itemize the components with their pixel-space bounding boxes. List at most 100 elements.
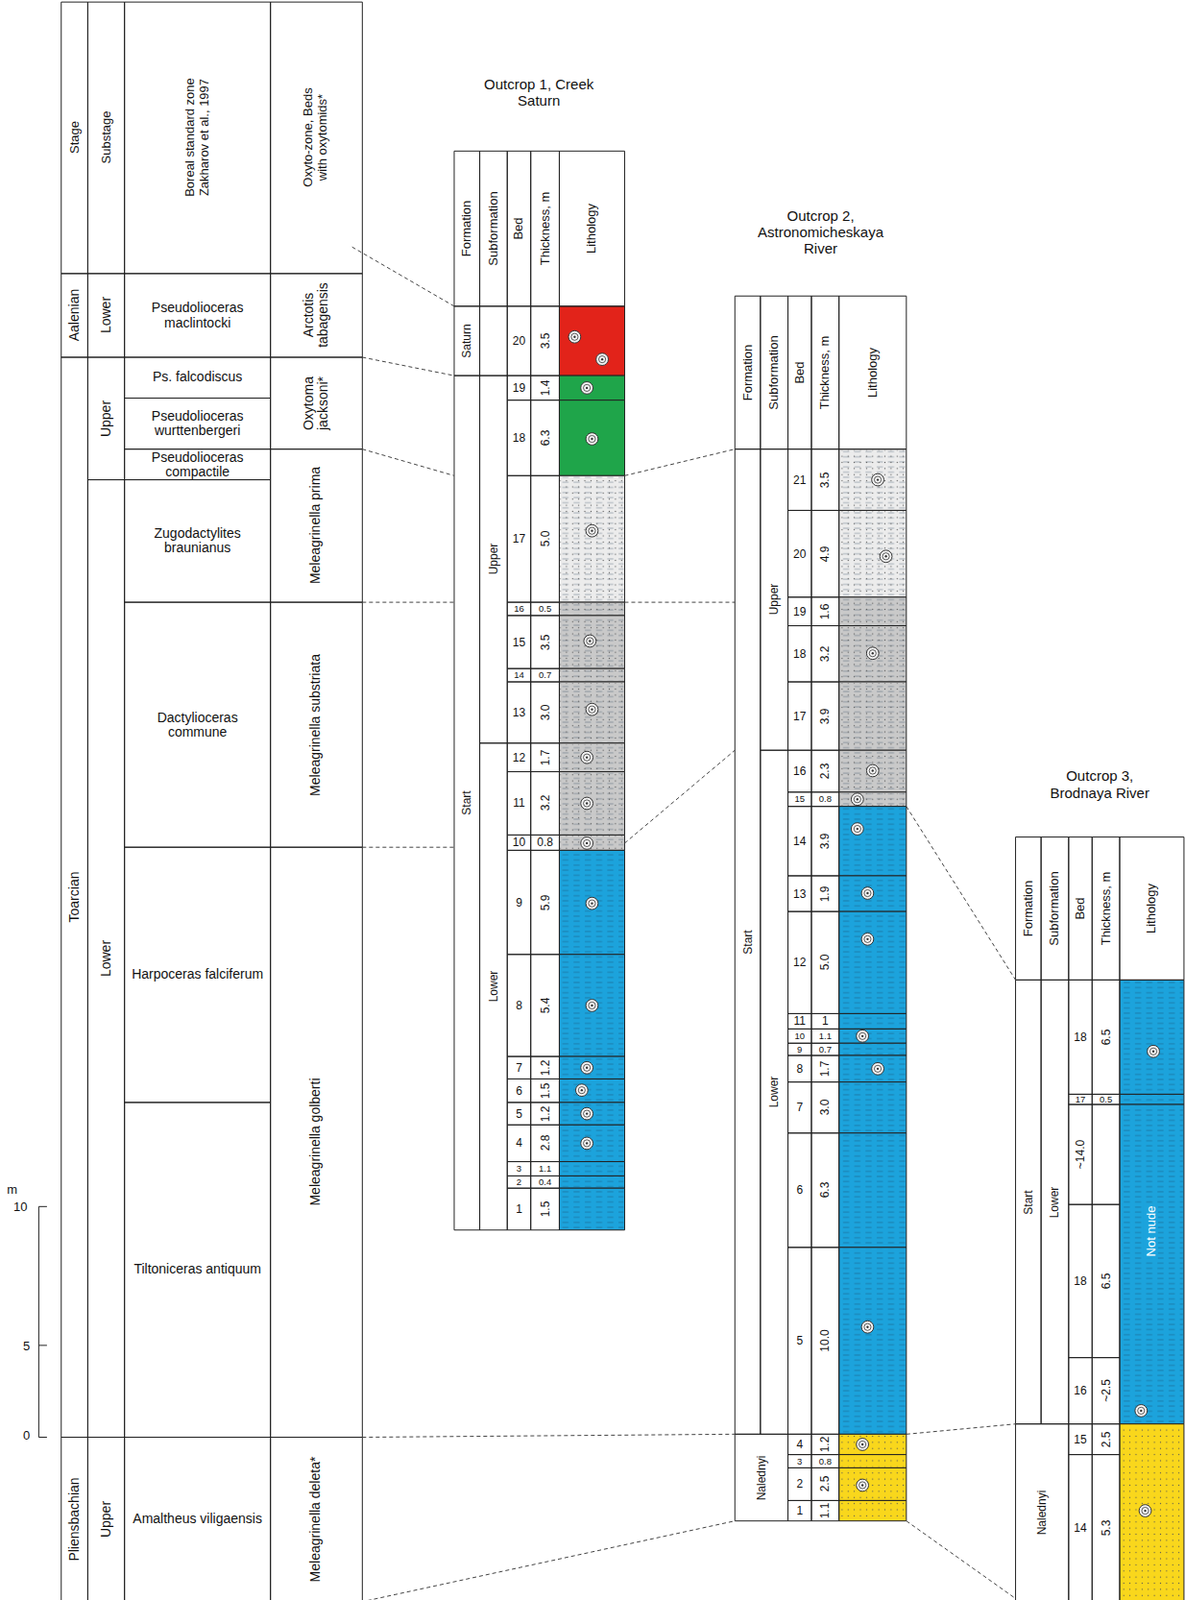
bed-label: 5.0 bbox=[819, 913, 831, 1012]
lithology-texture bbox=[840, 912, 906, 1013]
ammonite-core bbox=[585, 1112, 588, 1114]
ammonite-shell bbox=[871, 1062, 885, 1075]
bed-label: ~2.5 bbox=[1100, 1359, 1113, 1423]
column-header: Bed bbox=[792, 297, 807, 447]
zone-label: Dactylioceras commune bbox=[131, 710, 265, 740]
table-cell bbox=[531, 1102, 560, 1125]
table-cell bbox=[811, 509, 840, 597]
bed-label: Nalednyi bbox=[755, 1435, 768, 1519]
ammonite-core bbox=[1139, 1409, 1142, 1412]
ammonite-shell bbox=[879, 550, 893, 563]
table-cell bbox=[270, 357, 363, 450]
lithology-bed bbox=[839, 1133, 907, 1248]
scale-bar bbox=[38, 1206, 40, 1437]
table-cell bbox=[270, 449, 363, 603]
bed-label: 2 bbox=[789, 1477, 811, 1490]
zone-label: Oxytoma jacksoni* bbox=[301, 359, 331, 448]
zone-label: Amaltheus viligaensis bbox=[131, 1511, 265, 1526]
table-cell bbox=[1068, 1424, 1092, 1455]
ammonite-shell bbox=[580, 1136, 594, 1150]
ammonite-shell bbox=[585, 702, 599, 716]
ammonite-whorl bbox=[859, 1481, 867, 1489]
bed-label: 3 bbox=[507, 1163, 530, 1174]
ammonite-core bbox=[866, 892, 869, 895]
table-cell bbox=[811, 1467, 840, 1500]
table-cell bbox=[1068, 837, 1092, 981]
bed-label: 15 bbox=[1069, 1433, 1091, 1446]
scale-bar bbox=[38, 1206, 48, 1208]
table-cell bbox=[124, 273, 271, 358]
ammonite-shell bbox=[583, 634, 597, 648]
bed-label: 0.5 bbox=[532, 604, 559, 614]
zone-label: Pseudolioceras compactile bbox=[131, 449, 265, 479]
zone-label: Tiltoniceras antiquum bbox=[131, 1262, 265, 1278]
correlation-line bbox=[362, 357, 455, 376]
ammonite-whorl bbox=[598, 356, 605, 363]
lithology-bed bbox=[558, 602, 625, 616]
table-cell bbox=[1068, 979, 1092, 1094]
column-header: Subformation bbox=[485, 152, 501, 305]
lithology-texture bbox=[560, 773, 625, 835]
ammonite-whorl bbox=[583, 839, 591, 847]
ammonite-shell bbox=[580, 382, 594, 395]
bed-label: Start bbox=[742, 451, 754, 1433]
bed-label: 1.6 bbox=[819, 599, 831, 625]
table-cell bbox=[734, 295, 761, 449]
ammonite-symbol bbox=[580, 1061, 594, 1074]
ammonite-whorl bbox=[583, 753, 591, 761]
bed-label: 1.5 bbox=[539, 1080, 552, 1100]
ammonite-whorl bbox=[873, 1064, 881, 1072]
bed-label: 1.1 bbox=[532, 1163, 559, 1174]
lithology-bed bbox=[558, 375, 625, 401]
table-cell bbox=[507, 743, 531, 773]
table-cell bbox=[734, 449, 761, 1435]
lithology-bed bbox=[558, 1102, 625, 1125]
table-cell bbox=[811, 1028, 840, 1043]
ammonite-core bbox=[876, 1067, 879, 1070]
ammonite-core bbox=[856, 827, 859, 830]
bed-label: 0.5 bbox=[1092, 1094, 1119, 1105]
table-cell bbox=[811, 1454, 840, 1469]
ammonite-symbol bbox=[856, 1438, 870, 1452]
lithology-bed bbox=[839, 509, 907, 597]
outcrop-title: Outcrop 2, Astronomicheskaya River bbox=[744, 207, 897, 258]
bed-label: ~14.0 bbox=[1074, 1106, 1087, 1203]
ammonite-whorl bbox=[1141, 1506, 1149, 1514]
table-cell bbox=[270, 602, 363, 847]
column-header: Boreal standard zone Zakharov et al., 19… bbox=[183, 61, 213, 215]
ammonite-symbol bbox=[861, 932, 874, 945]
outcrop-title: Outcrop 3, Brodnaya River bbox=[1043, 767, 1157, 801]
table-cell bbox=[87, 480, 124, 1438]
lithology-bed bbox=[839, 749, 907, 793]
ammonite-core bbox=[585, 842, 588, 845]
column-header: Thickness, m bbox=[1098, 839, 1113, 979]
ammonite-whorl bbox=[578, 1087, 585, 1094]
bed-label: 7 bbox=[789, 1101, 811, 1113]
table-cell bbox=[507, 475, 531, 603]
zone-label: Meleagrinella deleta* bbox=[309, 1439, 324, 1599]
scale-label: m bbox=[2, 1183, 22, 1196]
lithology-texture bbox=[560, 476, 625, 602]
table-cell bbox=[531, 1187, 560, 1231]
table-cell bbox=[811, 626, 840, 682]
table-cell bbox=[811, 1055, 840, 1083]
table-cell bbox=[734, 1433, 788, 1521]
table-cell bbox=[788, 1433, 812, 1454]
bed-label: 5.0 bbox=[539, 477, 552, 601]
lithology-texture bbox=[560, 1162, 625, 1176]
bed-label: 3.5 bbox=[539, 308, 552, 374]
lithology-bed bbox=[558, 681, 625, 744]
lithology-bed bbox=[839, 626, 907, 682]
table-cell bbox=[507, 668, 531, 682]
zone-label: Pliensbachian bbox=[67, 1439, 82, 1599]
bed-label: 16 bbox=[1069, 1384, 1091, 1397]
table-cell bbox=[1091, 1424, 1120, 1455]
lithology-texture bbox=[560, 682, 625, 743]
table-cell bbox=[811, 1082, 840, 1134]
bed-label: Saturn bbox=[460, 308, 473, 374]
ammonite-symbol bbox=[596, 353, 609, 366]
ammonite-symbol bbox=[585, 702, 599, 716]
table-cell bbox=[788, 911, 812, 1014]
lithology-texture bbox=[840, 876, 906, 911]
table-cell bbox=[87, 273, 124, 358]
